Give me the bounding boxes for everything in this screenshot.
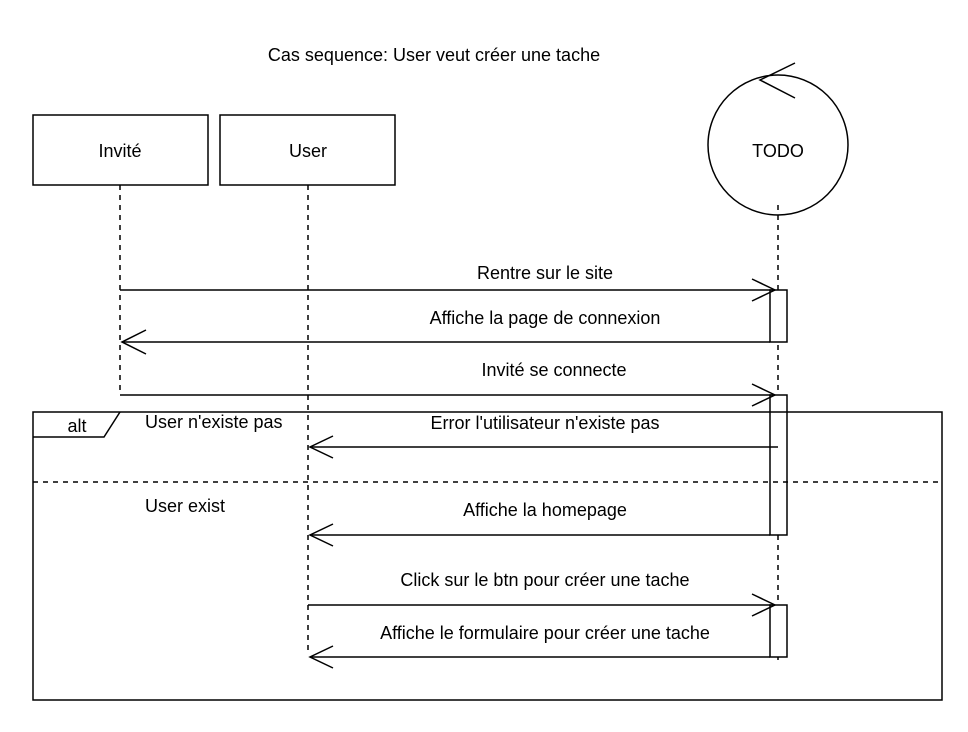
alt-guard-1: User n'existe pas: [145, 412, 283, 432]
participant-todo-label: TODO: [752, 141, 804, 161]
diagram-title: Cas sequence: User veut créer une tache: [268, 45, 600, 65]
message-7-label: Affiche le formulaire pour créer une tac…: [380, 623, 710, 643]
message-3: Invité se connecte: [120, 360, 777, 407]
message-5: Affiche la homepage: [308, 500, 770, 547]
message-1-label: Rentre sur le site: [477, 263, 613, 283]
message-5-label: Affiche la homepage: [463, 500, 627, 520]
message-3-label: Invité se connecte: [481, 360, 626, 380]
message-4: Error l'utilisateur n'existe pas: [308, 413, 778, 459]
control-arrow-icon: [758, 62, 796, 99]
alt-fragment: alt User n'existe pas User exist: [32, 411, 943, 701]
message-2: Affiche la page de connexion: [120, 308, 770, 355]
participant-user: User: [219, 114, 396, 186]
activation-bar-2: [769, 394, 788, 536]
message-6: Click sur le btn pour créer une tache: [308, 570, 777, 617]
message-7: Affiche le formulaire pour créer une tac…: [308, 623, 770, 669]
message-2-label: Affiche la page de connexion: [430, 308, 661, 328]
participant-invite: Invité: [32, 114, 209, 186]
activation-bar-3: [769, 604, 788, 658]
activation-bar-1: [769, 289, 788, 343]
alt-guard-2: User exist: [145, 496, 225, 516]
participant-todo: TODO: [707, 62, 849, 216]
message-6-label: Click sur le btn pour créer une tache: [400, 570, 689, 590]
participant-user-label: User: [289, 141, 327, 161]
participant-invite-label: Invité: [98, 141, 141, 161]
message-4-label: Error l'utilisateur n'existe pas: [431, 413, 660, 433]
message-1: Rentre sur le site: [120, 263, 777, 302]
alt-operator-label: alt: [67, 416, 86, 436]
